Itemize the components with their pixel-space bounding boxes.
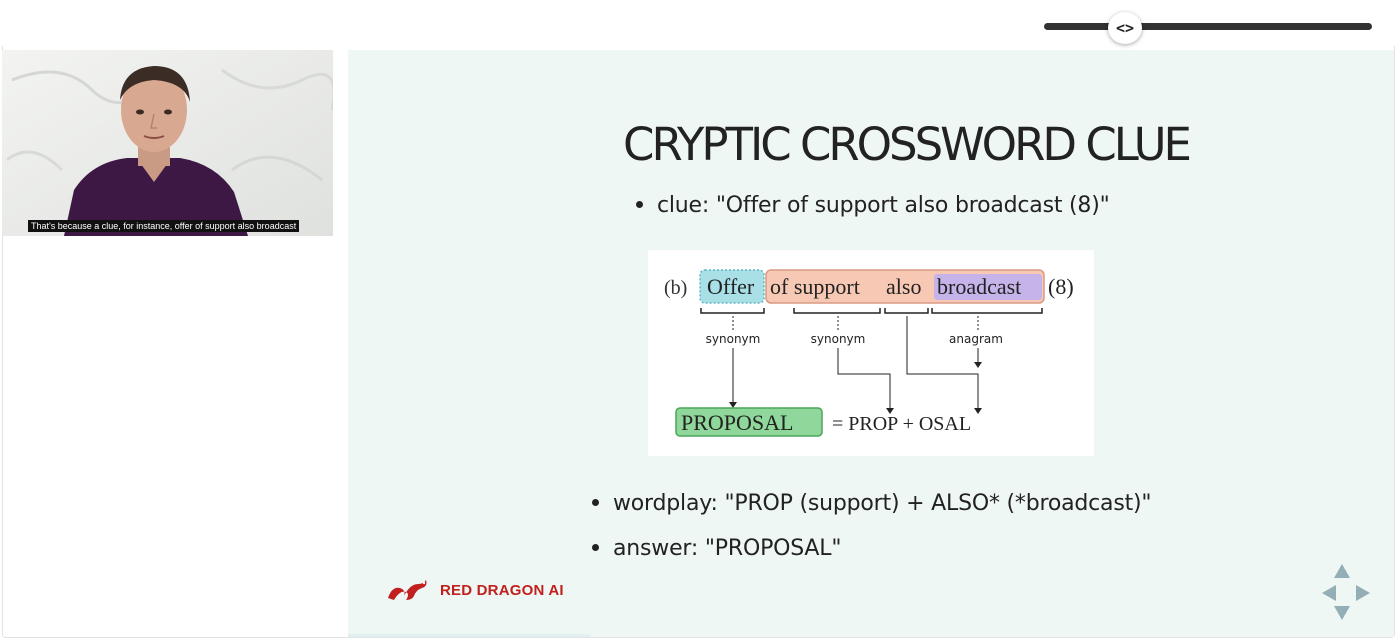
offer-highlight: [699, 269, 765, 304]
bullet-dot: [592, 543, 599, 551]
slide-title: CRYPTIC CROSSWORD CLUE: [623, 118, 1192, 171]
word-of-support: of support: [770, 274, 860, 299]
bullet-answer: answer: "PROPOSAL": [592, 536, 841, 561]
annotation-anagram: anagram: [949, 332, 1003, 346]
annotation-synonym-1: synonym: [706, 332, 761, 346]
clue-diagram-svg: (b) Offer of support also broadcast (8) …: [664, 269, 1074, 437]
clue-diagram: (b) Offer of support also broadcast (8) …: [648, 250, 1094, 456]
arrow-up-icon[interactable]: [1334, 564, 1350, 578]
dragon-icon: [388, 580, 427, 600]
broadcast-highlight: [934, 274, 1042, 300]
slide-navigation: [1316, 560, 1376, 626]
split-slider-track[interactable]: [1044, 23, 1372, 30]
word-offer: Offer: [707, 274, 755, 299]
bullet-clue: clue: "Offer of support also broadcast (…: [636, 193, 1110, 218]
top-bar: <>: [0, 0, 1400, 46]
arrow-down-icon[interactable]: [1334, 606, 1350, 620]
bullet-dot: [592, 498, 599, 506]
annotation-synonym-2: synonym: [811, 332, 866, 346]
clue-length: (8): [1048, 274, 1074, 299]
arrow-right-icon[interactable]: [1356, 585, 1370, 601]
logo-text: RED DRAGON AI: [440, 581, 564, 599]
word-broadcast: broadcast: [937, 274, 1021, 299]
presenter-video[interactable]: [2, 50, 333, 236]
slide-progress-bar: [348, 634, 590, 637]
word-also: also: [886, 274, 921, 299]
bullet-answer-text: answer: "PROPOSAL": [613, 536, 842, 561]
arrows: [732, 316, 979, 408]
bullet-wordplay-text: wordplay: "PROP (support) + ALSO* (*broa…: [613, 491, 1152, 516]
bullet-clue-text: clue: "Offer of support also broadcast (…: [657, 193, 1110, 218]
bullet-wordplay: wordplay: "PROP (support) + ALSO* (*broa…: [592, 491, 1152, 516]
answer-highlight: [675, 407, 823, 437]
arrow-left-icon[interactable]: [1322, 585, 1336, 601]
presenter-image: [2, 50, 333, 236]
connectors: [732, 316, 979, 330]
video-caption: That's because a clue, for instance, off…: [28, 220, 300, 232]
label-b: (b): [664, 277, 687, 299]
slide: CRYPTIC CROSSWORD CLUE clue: "Offer of s…: [348, 50, 1394, 637]
code-chevrons-icon[interactable]: <>: [1108, 12, 1142, 44]
bullet-dot: [636, 200, 643, 208]
underbraces: [700, 308, 1043, 314]
answer-word: PROPOSAL: [681, 410, 793, 435]
arrowheads: [729, 362, 982, 414]
red-dragon-logo: RED DRAGON AI: [386, 578, 564, 602]
answer-equation: = PROP + OSAL: [832, 413, 971, 435]
